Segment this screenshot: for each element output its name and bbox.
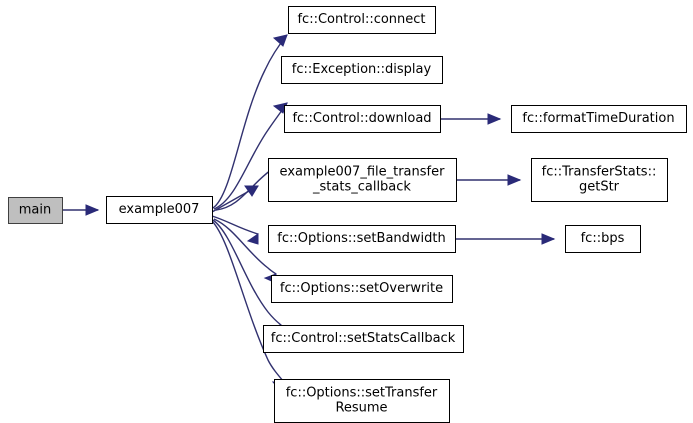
- node-box[interactable]: [511, 105, 687, 133]
- node-box[interactable]: [271, 275, 453, 303]
- edge-line: [211, 220, 285, 383]
- node-getStr[interactable]: fc::TransferStats::getStr: [531, 158, 668, 202]
- arrowhead-icon: [507, 174, 522, 186]
- node-setStatsCallback[interactable]: fc::Control::setStatsCallback: [263, 325, 464, 353]
- node-stats_callback[interactable]: example007_file_transfer_stats_callback: [268, 158, 457, 202]
- node-box[interactable]: [565, 225, 641, 253]
- node-label: fc::Exception::display: [292, 62, 432, 77]
- node-box[interactable]: [268, 158, 457, 202]
- node-box[interactable]: [531, 158, 668, 202]
- node-label: fc::Control::setStatsCallback: [271, 331, 456, 346]
- arrowhead-icon: [541, 233, 556, 245]
- edge-line: [213, 218, 277, 275]
- edge-line: [212, 219, 282, 326]
- node-setOverwrite[interactable]: fc::Options::setOverwrite: [271, 275, 453, 303]
- node-label: fc::Control::connect: [297, 12, 425, 27]
- arrowhead-icon: [244, 185, 259, 197]
- node-label: getStr: [579, 180, 620, 195]
- node-label: main: [19, 203, 51, 218]
- node-box[interactable]: [106, 196, 213, 224]
- edge-example007-to-display: [213, 102, 288, 210]
- node-label: fc::Options::setTransfer: [286, 386, 438, 401]
- arrowhead-icon: [272, 34, 288, 47]
- node-setBandwidth[interactable]: fc::Options::setBandwidth: [268, 225, 456, 253]
- node-display[interactable]: fc::Exception::display: [281, 56, 443, 84]
- node-label: fc::Control::download: [292, 111, 431, 126]
- arrowhead-icon: [487, 113, 502, 125]
- edge-stats_callback-to-getStr: [457, 174, 522, 186]
- node-connect[interactable]: fc::Control::connect: [288, 6, 436, 34]
- edge-setBandwidth-to-bps: [456, 233, 556, 245]
- node-label: fc::Options::setBandwidth: [277, 231, 445, 246]
- node-label: example007: [119, 202, 200, 217]
- arrowhead-icon: [246, 233, 259, 245]
- edge-line: [211, 215, 259, 235]
- edge-line: [213, 102, 288, 210]
- node-label: Resume: [335, 401, 387, 416]
- node-label: fc::TransferStats::: [542, 165, 657, 180]
- node-label: fc::Options::setOverwrite: [280, 281, 443, 296]
- node-example007[interactable]: example007: [106, 196, 213, 224]
- node-main[interactable]: main: [8, 197, 63, 224]
- arrowhead-icon: [85, 204, 100, 216]
- edge-download-to-formatTimeDuration: [441, 113, 502, 125]
- node-box[interactable]: [274, 379, 450, 423]
- node-box[interactable]: [288, 6, 436, 34]
- node-label: _stats_callback: [312, 180, 411, 195]
- node-box[interactable]: [8, 197, 63, 224]
- edge-main-to-example007: [62, 204, 100, 216]
- edge-line: [212, 34, 288, 209]
- node-box[interactable]: [281, 56, 443, 84]
- node-bps[interactable]: fc::bps: [565, 225, 641, 253]
- node-box[interactable]: [263, 325, 464, 353]
- node-label: fc::bps: [581, 231, 625, 246]
- edge-example007-to-setBandwidth: [211, 215, 259, 245]
- node-box[interactable]: [268, 225, 456, 253]
- nodes-layer: main example007 fc::Control::connectfc::Ex…: [8, 6, 687, 423]
- node-label: fc::formatTimeDuration: [522, 111, 674, 126]
- node-box[interactable]: [284, 105, 441, 133]
- node-label: example007_file_transfer: [280, 165, 446, 180]
- node-download[interactable]: fc::Control::download: [284, 105, 441, 133]
- edge-example007-to-stats_callback: [211, 185, 259, 213]
- edge-example007-to-connect: [212, 34, 288, 209]
- node-formatTimeDuration[interactable]: fc::formatTimeDuration: [511, 105, 687, 133]
